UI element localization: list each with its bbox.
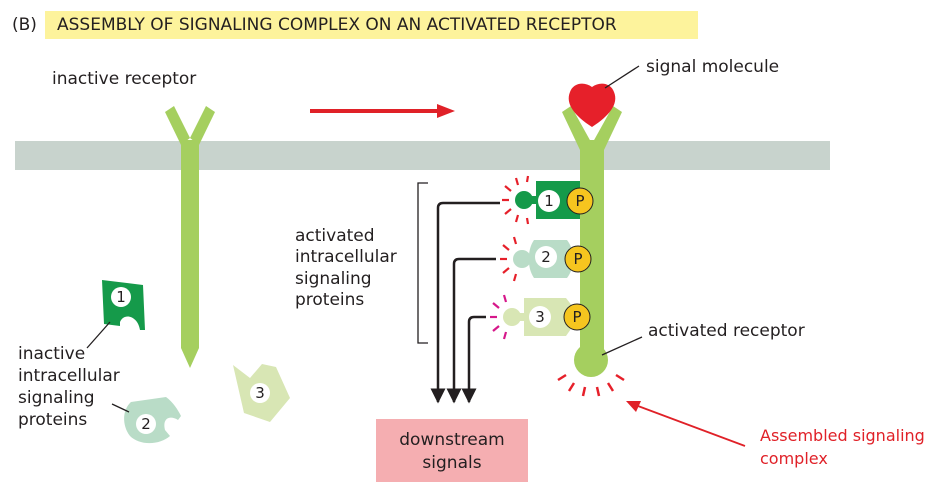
signal-molecule-leader <box>604 65 640 89</box>
protein-3-number: 3 <box>535 308 545 326</box>
activated-receptor-leader <box>601 336 643 356</box>
bound-protein-3 <box>490 294 580 340</box>
panel-letter: (B) <box>12 15 37 35</box>
activation-arrow <box>310 104 455 118</box>
panel-title: ASSEMBLY OF SIGNALING COMPLEX ON AN ACTI… <box>57 15 617 35</box>
inactive-receptor <box>165 106 215 368</box>
activated-proteins-line-4: proteins <box>295 290 364 310</box>
phospho-3-label: P <box>572 308 581 326</box>
signal-molecule <box>568 83 616 127</box>
bound-protein-1 <box>502 175 580 225</box>
plasma-membrane <box>15 141 830 170</box>
inactive-protein-1-leader <box>86 321 111 349</box>
phospho-1-icon <box>566 187 594 215</box>
activated-receptor <box>562 106 622 377</box>
inactive-proteins-line-3: signaling <box>18 388 95 408</box>
downstream-signals-box <box>376 419 528 482</box>
downstream-label-line-2: signals <box>422 453 481 473</box>
inactive-protein-1-number: 1 <box>116 288 126 306</box>
inactive-protein-2-leader <box>111 403 130 413</box>
bound-protein-2 <box>500 236 573 282</box>
inactive-protein-2-number: 2 <box>141 415 151 433</box>
title-highlight <box>45 11 698 39</box>
downstream-label-line-1: downstream <box>399 430 504 450</box>
phospho-2-label: P <box>573 250 582 268</box>
inactive-protein-3 <box>233 364 290 422</box>
assembled-complex-label-line-1: Assembled signaling <box>760 426 925 445</box>
inactive-protein-2 <box>124 397 181 444</box>
activated-proteins-line-1: activated <box>295 226 375 246</box>
inactive-proteins-line-2: intracellular <box>18 366 120 386</box>
phospho-1-label: P <box>575 192 584 210</box>
protein-1-number: 1 <box>544 192 554 210</box>
assembled-complex-label-line-2: complex <box>760 449 828 468</box>
assembled-complex-arrow <box>626 401 746 447</box>
inactive-proteins-line-4: proteins <box>18 410 87 430</box>
inactive-protein-3-number: 3 <box>255 384 265 402</box>
activated-proteins-line-2: intracellular <box>295 247 397 267</box>
assembled-complex-rays <box>557 373 625 397</box>
phospho-3-icon <box>563 303 591 331</box>
bracket <box>417 182 428 344</box>
inactive-protein-1 <box>102 280 145 330</box>
activated-proteins-line-3: signaling <box>295 269 372 289</box>
inactive-receptor-label: inactive receptor <box>52 69 196 89</box>
inactive-proteins-line-1: inactive <box>18 344 85 364</box>
activated-receptor-label: activated receptor <box>648 321 805 341</box>
protein-2-number: 2 <box>541 248 551 266</box>
downstream-arrows <box>430 201 500 404</box>
phospho-2-icon <box>564 245 592 273</box>
signal-molecule-label: signal molecule <box>646 57 779 77</box>
